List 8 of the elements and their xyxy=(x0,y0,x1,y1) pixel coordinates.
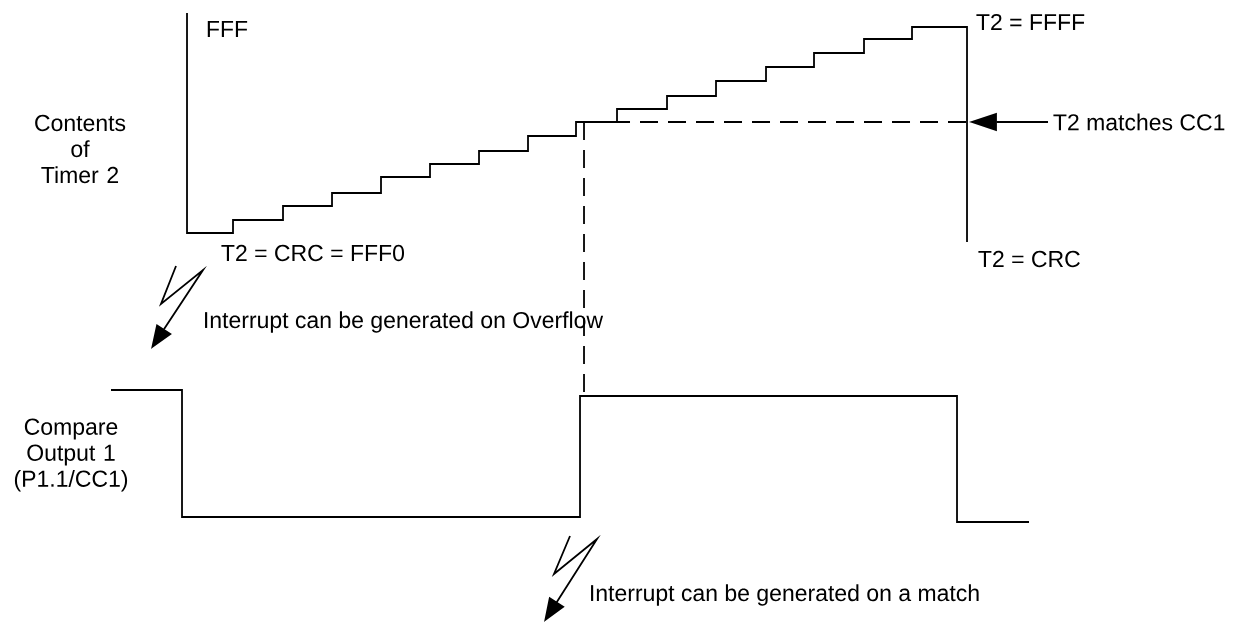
axis-label: Contents of Timer 2 xyxy=(35,114,126,184)
value-label: FFF xyxy=(207,21,248,37)
note-text: Interrupt can be generated on Overflow xyxy=(205,311,604,333)
value-label: T2 = CRC xyxy=(978,250,1080,268)
axis-label: Compare Output 1 (P1.1/CC1) xyxy=(14,418,128,492)
note-text: Interrupt can be generated on a match xyxy=(591,584,979,606)
timer-waveform xyxy=(186,12,968,243)
callout-label: T2 matches CC1 xyxy=(1053,113,1225,131)
